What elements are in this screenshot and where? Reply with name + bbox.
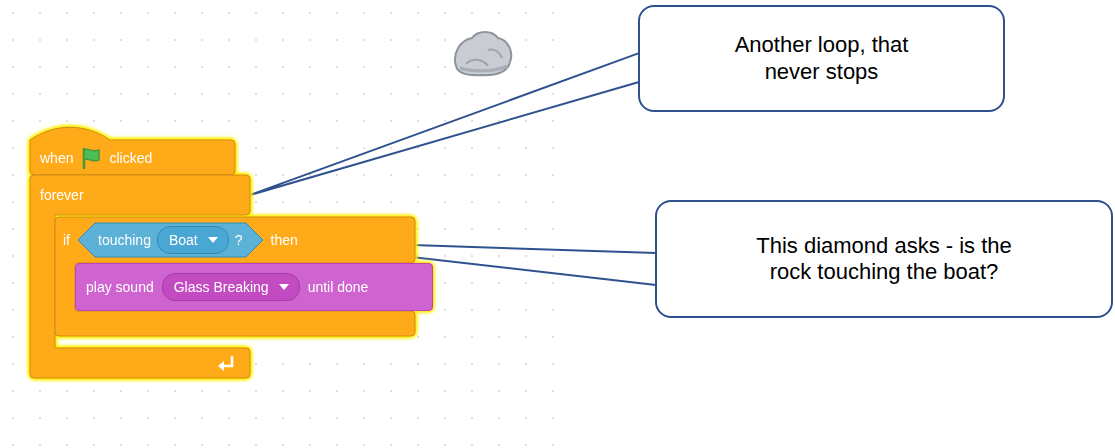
flag-cloth bbox=[84, 149, 99, 161]
callout-box: Another loop, that never stops bbox=[638, 5, 1005, 112]
diamond-outline bbox=[78, 223, 263, 257]
inline-slot: Boat bbox=[157, 226, 229, 254]
rock-sprite bbox=[455, 32, 511, 75]
block-keyword: then bbox=[271, 232, 298, 248]
block-keyword: when bbox=[40, 150, 73, 166]
block-keyword: if bbox=[63, 232, 70, 248]
block-shape bbox=[30, 127, 235, 175]
inline-slot: touching Boat? bbox=[78, 223, 263, 257]
block-keyword: forever bbox=[40, 187, 84, 203]
block-keyword: until done bbox=[308, 279, 369, 295]
caret-shape bbox=[208, 237, 218, 243]
dropdown-menu: Boat bbox=[157, 226, 229, 254]
caret-shape bbox=[279, 284, 289, 290]
block-keyword: clicked bbox=[109, 150, 152, 166]
callout-text: This diamond asks - is the rock touching… bbox=[734, 233, 1034, 286]
block-keyword: ? bbox=[235, 232, 243, 248]
sound-block: play sound Glass Breaking until done bbox=[75, 263, 433, 311]
if-block: if touching Boat? then play sound Glass Break… bbox=[55, 217, 415, 336]
dropdown-menu: Glass Breaking bbox=[162, 273, 300, 301]
block-row: forever bbox=[40, 175, 84, 215]
menu-value: Glass Breaking bbox=[174, 279, 269, 295]
callout-text: Another loop, that never stops bbox=[709, 32, 934, 85]
green-flag-icon bbox=[79, 146, 103, 170]
loop-arrow-head bbox=[218, 361, 224, 371]
callout-box: This diamond asks - is the rock touching… bbox=[655, 200, 1113, 318]
condition-diamond: touching Boat? bbox=[78, 223, 263, 257]
callout-pointer bbox=[250, 53, 639, 195]
block-keyword: play sound bbox=[86, 279, 154, 295]
script-group: when clicked forever if touching Boat? then pla… bbox=[0, 0, 600, 448]
forever-loop-block: foreveriftouchingBoat?thenplay soundGlas… bbox=[30, 175, 250, 378]
block-row: when clicked bbox=[40, 140, 152, 175]
inline-slot: Glass Breaking bbox=[162, 273, 300, 301]
menu-value: Boat bbox=[169, 232, 198, 248]
dropdown-caret bbox=[207, 236, 219, 244]
block-row: if touching Boat? then bbox=[63, 217, 298, 263]
dot-grid bbox=[0, 0, 555, 448]
block-keyword: touching bbox=[98, 232, 151, 248]
hat-block: when clicked bbox=[30, 128, 235, 175]
dropdown-caret bbox=[278, 283, 290, 291]
